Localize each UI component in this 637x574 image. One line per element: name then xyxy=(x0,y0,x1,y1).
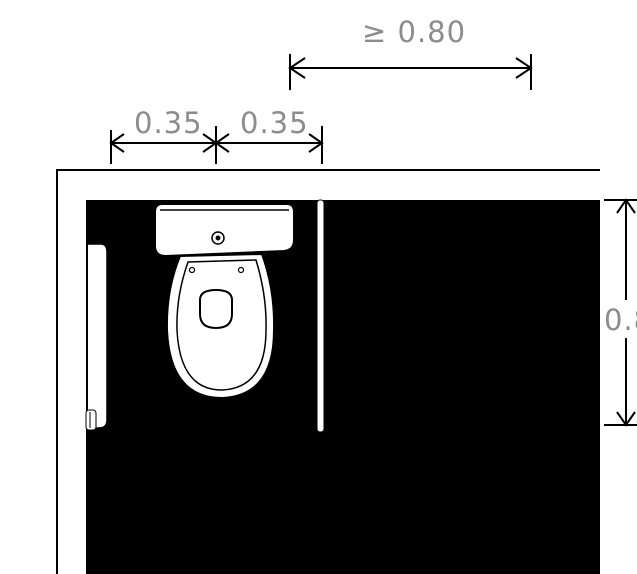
dimension-toilet-left: 0.35 xyxy=(109,106,218,164)
dimension-min-width: ≥ 0.80 xyxy=(288,15,533,90)
grab-bar-icon xyxy=(85,243,108,431)
wall-outline xyxy=(56,169,600,574)
floor-area xyxy=(86,200,600,574)
dimension-label-toilet-right: 0.35 xyxy=(240,106,309,140)
dimension-toilet-right: 0.35 xyxy=(214,106,324,164)
dimension-label-toilet-left: 0.35 xyxy=(134,106,203,140)
dimension-label-depth: 0.8 xyxy=(604,303,637,337)
toilet-icon xyxy=(154,203,295,400)
dimension-label-min-width: ≥ 0.80 xyxy=(362,15,466,49)
dimension-depth: 0.8 xyxy=(604,198,637,427)
partition-bar xyxy=(316,199,325,433)
